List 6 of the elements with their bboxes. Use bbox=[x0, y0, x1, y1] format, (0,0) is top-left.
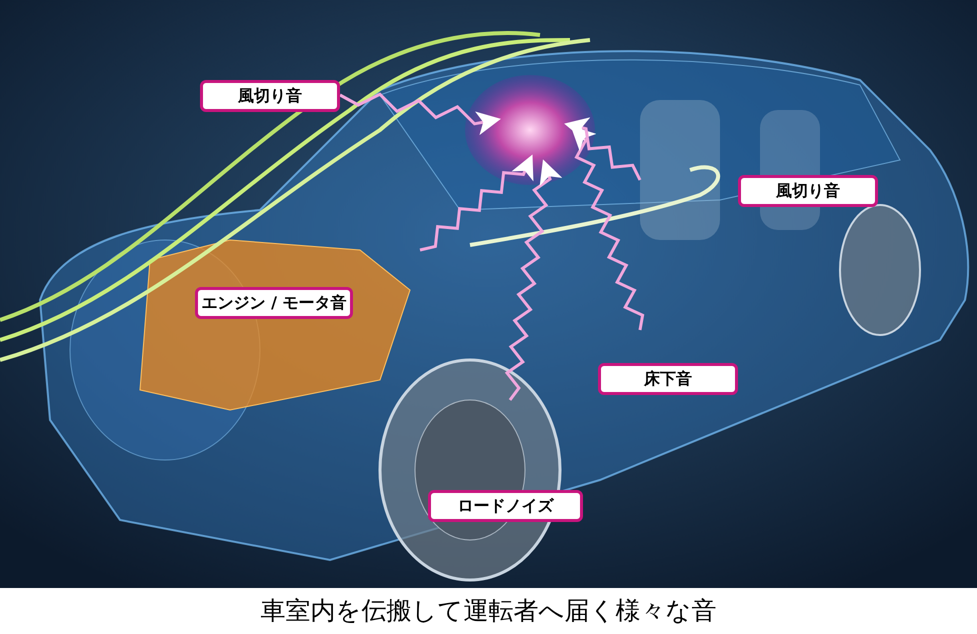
label-box: ロードノイズ bbox=[428, 490, 583, 522]
label-box: 風切り音 bbox=[200, 80, 340, 112]
caption: 車室内を伝搬して運転者へ届く様々な音 bbox=[260, 595, 718, 627]
label-box: 床下音 bbox=[598, 363, 738, 395]
label-box: エンジン / モータ音 bbox=[195, 287, 353, 319]
label-box: 風切り音 bbox=[738, 175, 878, 207]
